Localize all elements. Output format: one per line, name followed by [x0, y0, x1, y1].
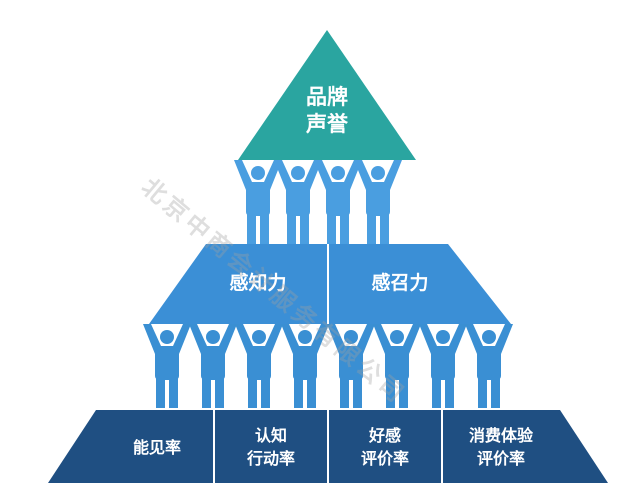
lower-supporters	[143, 324, 513, 408]
lower-person-icon-8	[465, 324, 513, 408]
middle-label-appeal: 感召力	[371, 272, 429, 294]
lower-person-icon-2	[189, 324, 237, 408]
apex-triangle	[238, 30, 416, 160]
upper-person-icon-4	[354, 160, 402, 244]
lower-person-icon-7	[419, 324, 467, 408]
middle-trapezoid	[149, 244, 511, 324]
lower-person-icon-6	[373, 324, 421, 408]
lower-person-icon-4	[281, 324, 329, 408]
upper-person-icon-2	[274, 160, 322, 244]
lower-person-icon-5	[327, 324, 375, 408]
lower-person-icon-3	[235, 324, 283, 408]
apex-label: 品牌 声誉	[287, 84, 367, 139]
middle-label-perception: 感知力	[229, 272, 287, 294]
apex-line-1: 品牌	[306, 85, 348, 109]
base-label-consumer-experience: 消费体验 评价率	[468, 426, 533, 469]
upper-person-icon-1	[234, 160, 282, 244]
base-label-cognition-action: 认知 行动率	[246, 426, 295, 469]
lower-person-icon-1	[143, 324, 191, 408]
upper-person-icon-3	[314, 160, 362, 244]
upper-supporters	[234, 160, 402, 244]
base-label-favorability: 好感 评价率	[360, 426, 409, 469]
base-label-visibility: 能见率	[132, 438, 181, 457]
apex-line-2: 声誉	[306, 112, 348, 137]
